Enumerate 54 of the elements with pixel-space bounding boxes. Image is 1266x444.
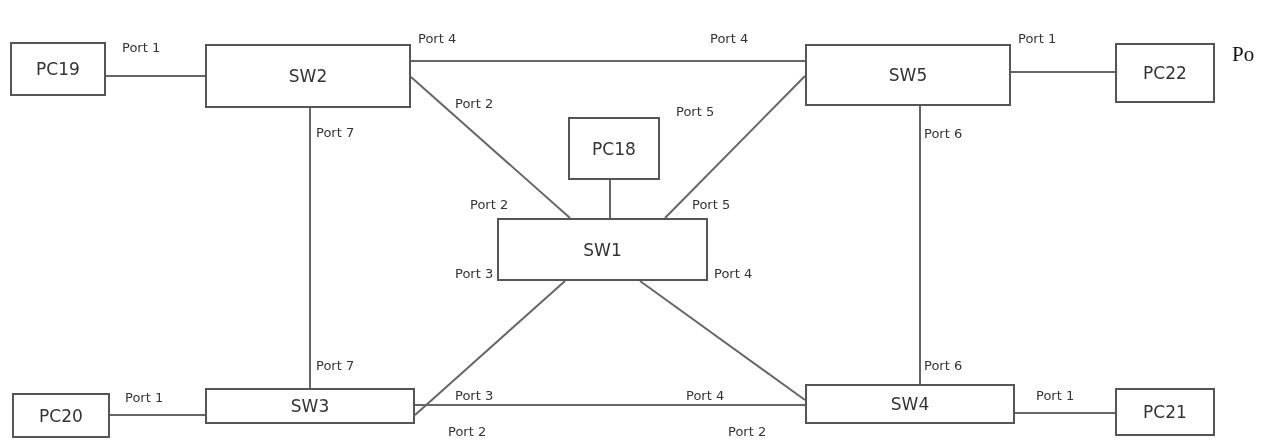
device-box [805, 44, 1011, 106]
network-link [1010, 71, 1116, 73]
device-box [205, 388, 415, 424]
port-label: Port 2 [470, 197, 509, 212]
device-box [1115, 388, 1215, 436]
port-label: Port 7 [316, 125, 355, 140]
device-box [805, 384, 1015, 424]
device-label: PC22 [1143, 63, 1187, 83]
port-label: Port 3 [455, 388, 494, 403]
port-label: Port 5 [676, 104, 715, 119]
network-link [105, 75, 206, 77]
port-label: Port 2 [728, 424, 767, 439]
device-box [205, 44, 411, 108]
port-label: Port 7 [316, 358, 355, 373]
device-label: PC21 [1143, 402, 1187, 422]
port-label: Port 4 [710, 31, 749, 46]
network-link [414, 404, 806, 406]
network-link [414, 280, 566, 416]
device-label: SW5 [888, 65, 928, 85]
device-label: SW3 [290, 396, 330, 416]
network-link [609, 179, 611, 219]
port-label: Port 3 [455, 266, 494, 281]
network-link [109, 414, 206, 416]
device-label: PC18 [592, 138, 636, 159]
stray-text: Po [1232, 42, 1255, 66]
device-label: SW2 [288, 66, 328, 86]
network-link [1014, 412, 1116, 414]
device-box [12, 393, 110, 438]
port-label: Port 4 [686, 388, 725, 403]
device-box [10, 42, 106, 96]
port-label: Port 6 [924, 126, 963, 141]
network-link [309, 107, 311, 389]
device-label: PC20 [39, 405, 83, 426]
port-label: Port 4 [714, 266, 753, 281]
port-label: Port 1 [1036, 388, 1075, 403]
port-label: Port 4 [418, 31, 457, 46]
port-label: Port 2 [448, 424, 487, 439]
port-label: Port 1 [1018, 31, 1057, 46]
port-label: Port 1 [125, 390, 164, 405]
device-label: PC19 [36, 59, 80, 79]
device-label: SW4 [890, 394, 930, 414]
network-link [410, 60, 806, 62]
device-box [568, 117, 660, 180]
device-box [497, 218, 708, 281]
network-link [919, 105, 921, 385]
port-label: Port 6 [924, 358, 963, 373]
port-label: Port 5 [692, 197, 731, 212]
port-label: Port 1 [122, 40, 161, 55]
device-label: SW1 [583, 239, 622, 260]
network-link [664, 75, 806, 219]
device-box [1115, 43, 1215, 103]
network-link [410, 76, 571, 219]
port-label: Port 2 [455, 96, 494, 111]
network-link [639, 280, 806, 401]
